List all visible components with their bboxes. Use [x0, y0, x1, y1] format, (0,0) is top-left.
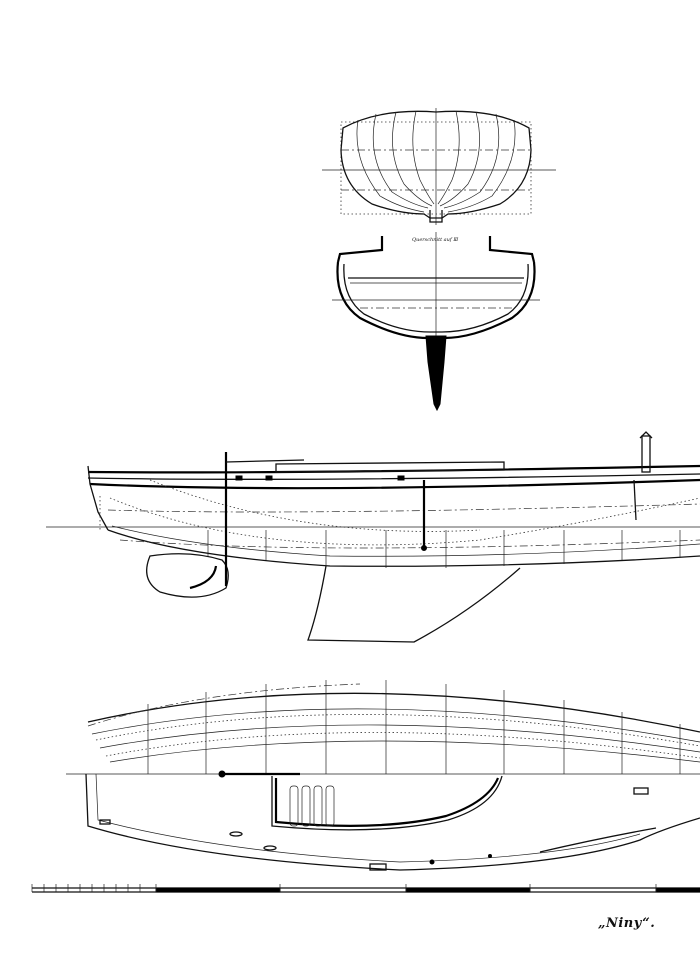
- profile-plan: [46, 431, 700, 643]
- drawing-caption: „Niny“.: [598, 916, 656, 931]
- cross-section: Querschnitt auf Ⅲ: [332, 232, 540, 412]
- section-annotation: Querschnitt auf Ⅲ: [412, 237, 458, 243]
- body-plan: [322, 108, 556, 225]
- half-breadth-plan: [66, 680, 700, 871]
- scale-bar: [31, 884, 700, 893]
